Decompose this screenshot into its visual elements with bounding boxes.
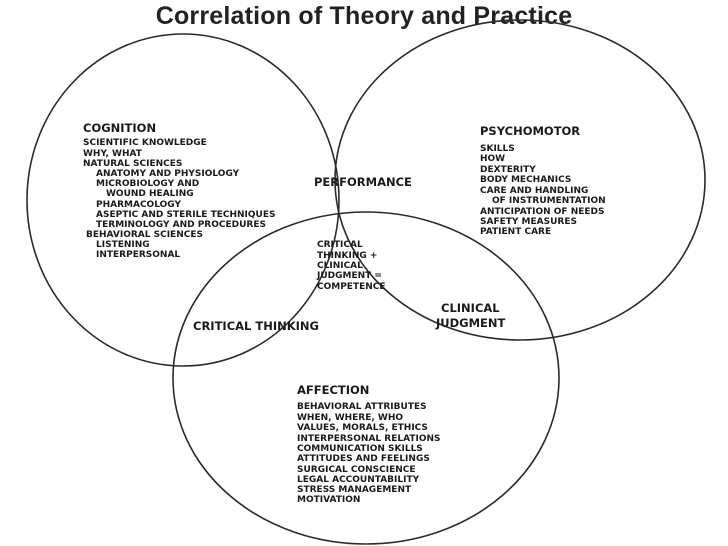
cognition-item: PHARMACOLOGY — [96, 200, 181, 210]
psychomotor-item: CARE AND HANDLING — [480, 186, 588, 196]
cognition-item: WOUND HEALING — [106, 189, 194, 199]
psychomotor-item: ANTICIPATION OF NEEDS — [480, 207, 605, 217]
center-label: CRITICAL — [317, 240, 363, 250]
cognition-item: TERMINOLOGY AND PROCEDURES — [96, 220, 266, 230]
cognition-heading: COGNITION — [83, 121, 156, 135]
center-label: CLINICAL — [317, 261, 363, 271]
clinical-judgment-label: CLINICAL — [441, 301, 500, 315]
critical-thinking-label: CRITICAL THINKING — [193, 319, 319, 333]
cognition-item: INTERPERSONAL — [96, 250, 180, 260]
psychomotor-circle — [334, 19, 706, 341]
psychomotor-item: HOW — [480, 154, 505, 164]
affection-item: STRESS MANAGEMENT — [297, 485, 412, 495]
psychomotor-item: DEXTERITY — [480, 165, 536, 175]
slide-title: Correlation of Theory and Practice — [155, 2, 573, 30]
cognition-item: WHY, WHAT — [83, 149, 143, 159]
affection-item: SURGICAL CONSCIENCE — [297, 465, 416, 475]
psychomotor-item: OF INSTRUMENTATION — [492, 196, 606, 206]
affection-item: BEHAVIORAL ATTRIBUTES — [297, 402, 427, 412]
center-label: THINKING + — [317, 251, 377, 261]
affection-circle — [172, 211, 560, 545]
affection-item: COMMUNICATION SKILLS — [297, 444, 423, 454]
cognition-item: MICROBIOLOGY AND — [96, 179, 199, 189]
cognition-item: SCIENTIFIC KNOWLEDGE — [83, 138, 207, 148]
affection-item: MOTIVATION — [297, 495, 360, 505]
cognition-circle — [26, 33, 340, 367]
performance-label: PERFORMANCE — [314, 175, 412, 189]
center-label: COMPETENCE — [317, 282, 386, 292]
psychomotor-item: PATIENT CARE — [480, 227, 551, 237]
psychomotor-heading: PSYCHOMOTOR — [480, 124, 580, 138]
psychomotor-item: BODY MECHANICS — [480, 175, 571, 185]
cognition-item: ASEPTIC AND STERILE TECHNIQUES — [96, 210, 275, 220]
psychomotor-item: SKILLS — [480, 144, 515, 154]
cognition-item: ANATOMY AND PHYSIOLOGY — [96, 169, 240, 179]
affection-item: WHEN, WHERE, WHO — [297, 413, 403, 423]
affection-item: INTERPERSONAL RELATIONS — [297, 434, 441, 444]
cognition-item: LISTENING — [96, 240, 150, 250]
center-label: JUDGMENT = — [316, 271, 382, 281]
psychomotor-item: SAFETY MEASURES — [480, 217, 577, 227]
affection-heading: AFFECTION — [297, 383, 369, 397]
cognition-item: BEHAVIORAL SCIENCES — [86, 230, 203, 240]
cognition-item: NATURAL SCIENCES — [83, 159, 182, 169]
affection-item: LEGAL ACCOUNTABILITY — [297, 475, 420, 485]
affection-item: VALUES, MORALS, ETHICS — [297, 423, 428, 433]
affection-item: ATTITUDES AND FEELINGS — [297, 454, 430, 464]
clinical-judgment-label: JUDGMENT — [435, 316, 506, 330]
